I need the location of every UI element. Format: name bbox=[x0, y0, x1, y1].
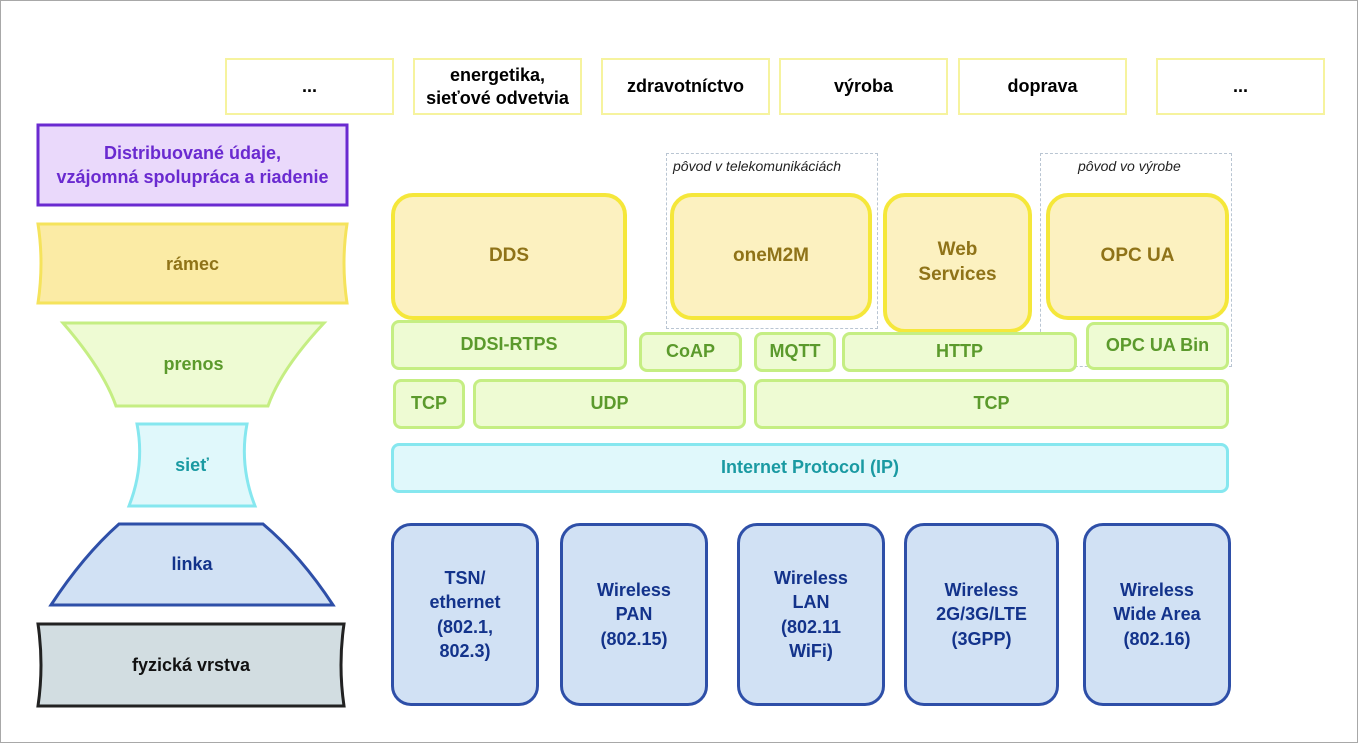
udp-box: UDP bbox=[473, 379, 746, 429]
coap-box: CoAP bbox=[639, 332, 742, 372]
tcp-box: TCP bbox=[754, 379, 1229, 429]
physical-tech-box: Wireless LAN (802.11 WiFi) bbox=[737, 523, 885, 706]
opc-ua-bin-box: OPC UA Bin bbox=[1086, 322, 1229, 370]
domain-box: ... bbox=[225, 58, 394, 115]
onem2m-box: oneM2M bbox=[670, 193, 872, 320]
domain-box: ... bbox=[1156, 58, 1325, 115]
physical-tech-box: TSN/ ethernet (802.1, 802.3) bbox=[391, 523, 539, 706]
domain-box: doprava bbox=[958, 58, 1127, 115]
domain-box: energetika, sieťové odvetvia bbox=[413, 58, 582, 115]
layer-label-framework: rámec bbox=[165, 253, 220, 274]
telecom-origin-label: pôvod v telekomunikáciách bbox=[673, 158, 842, 174]
tcp-box: TCP bbox=[393, 379, 465, 429]
layer-label-physical: fyzická vrstva bbox=[131, 654, 251, 675]
telecom-origin-group bbox=[666, 153, 878, 329]
domain-box: zdravotníctvo bbox=[601, 58, 770, 115]
manufacturing-origin-label: pôvod vo výrobe bbox=[1078, 158, 1181, 174]
network-layer-shape bbox=[126, 422, 258, 508]
mqtt-box: MQTT bbox=[754, 332, 836, 372]
http-box: HTTP bbox=[842, 332, 1077, 372]
layer-label-link: linka bbox=[171, 554, 213, 575]
layer-label-transport: prenos bbox=[163, 354, 224, 375]
transport-layer-shape bbox=[59, 321, 328, 408]
domain-box: výroba bbox=[779, 58, 948, 115]
physical-tech-box: Wireless 2G/3G/LTE (3GPP) bbox=[904, 523, 1059, 706]
physical-tech-box: Wireless PAN (802.15) bbox=[560, 523, 708, 706]
physical-tech-box: Wireless Wide Area (802.16) bbox=[1083, 523, 1231, 706]
ddsi-rtps-box: DDSI-RTPS bbox=[391, 320, 627, 370]
link-layer-shape bbox=[48, 522, 336, 607]
framework-layer-shape bbox=[36, 222, 349, 305]
ip-box: Internet Protocol (IP) bbox=[391, 443, 1229, 493]
dds-box: DDS bbox=[391, 193, 627, 320]
web-services-box: Web Services bbox=[883, 193, 1032, 333]
layer-label-network: sieť bbox=[175, 454, 209, 475]
physical-layer-shape bbox=[36, 622, 346, 708]
distributed-layer-shape bbox=[36, 123, 349, 207]
layer-label-distributed: Distribuované údaje, vzájomná spolupráca… bbox=[56, 142, 329, 187]
opc-ua-box: OPC UA bbox=[1046, 193, 1229, 320]
